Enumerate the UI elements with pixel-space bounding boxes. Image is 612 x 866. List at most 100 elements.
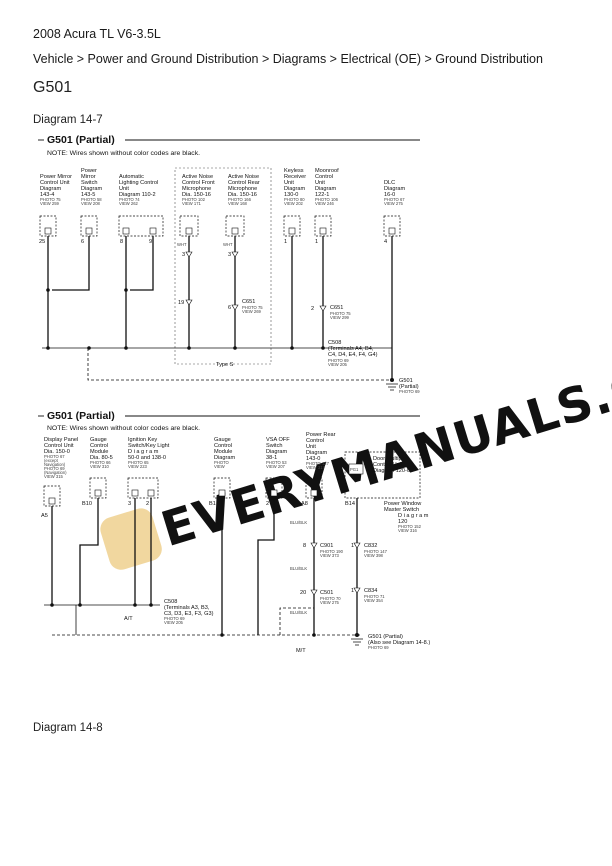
pin-25: 25 xyxy=(39,239,45,245)
svg-text:Diagram 120-0: Diagram 120-0 xyxy=(373,468,410,474)
svg-text:Display Panel: Display Panel xyxy=(44,437,78,443)
svg-text:Keyless: Keyless xyxy=(284,168,304,174)
svg-text:VIEW 262: VIEW 262 xyxy=(119,201,139,206)
svg-text:B1: B1 xyxy=(209,501,216,507)
svg-text:VIEW 310: VIEW 310 xyxy=(90,464,110,469)
diagram-label-footer: Diagram 14-8 xyxy=(33,722,103,734)
svg-text:19: 19 xyxy=(178,300,184,306)
svg-text:PHOTO 69: PHOTO 69 xyxy=(328,358,349,363)
at-label: A/T xyxy=(124,616,133,622)
svg-text:Module: Module xyxy=(214,449,232,455)
svg-text:PHOTO 75: PHOTO 75 xyxy=(330,311,351,316)
svg-text:130-0: 130-0 xyxy=(284,192,298,198)
svg-text:8: 8 xyxy=(120,239,123,245)
svg-text:Unit: Unit xyxy=(315,180,325,186)
comp-auto-lighting-box xyxy=(118,215,164,237)
svg-text:VIEW 246: VIEW 246 xyxy=(315,201,335,206)
svg-text:1: 1 xyxy=(315,239,318,245)
svg-text:Dia. 80-5: Dia. 80-5 xyxy=(90,455,113,461)
svg-text:Microphone: Microphone xyxy=(228,186,257,192)
svg-text:VIEW 207: VIEW 207 xyxy=(266,464,286,469)
svg-text:Master Switch: Master Switch xyxy=(384,507,419,513)
svg-text:Automatic: Automatic xyxy=(119,174,144,180)
svg-text:A5: A5 xyxy=(41,513,48,519)
comp-door-multiplex-box xyxy=(344,451,421,499)
svg-text:4: 4 xyxy=(384,239,387,245)
top-diagram: G501 (Partial) NOTE: Wires shown without… xyxy=(38,134,420,394)
c651b-label: C651 xyxy=(330,305,343,311)
svg-text:Diagram: Diagram xyxy=(315,186,336,192)
g501-bottom-label: G501 (Partial) xyxy=(368,634,403,640)
svg-text:VIEW 275: VIEW 275 xyxy=(320,600,340,605)
svg-text:VIEW 315: VIEW 315 xyxy=(44,474,64,479)
svg-text:VIEW 299: VIEW 299 xyxy=(330,315,350,320)
svg-text:Ignition Key: Ignition Key xyxy=(128,437,157,443)
svg-text:A8: A8 xyxy=(301,501,308,507)
svg-text:PHOTO 69: PHOTO 69 xyxy=(399,389,420,394)
breadcrumb[interactable]: Vehicle > Power and Ground Distribution … xyxy=(33,52,543,66)
watermark-logo-icon xyxy=(100,508,162,570)
svg-text:VIEW: VIEW xyxy=(214,464,225,469)
svg-text:38-1: 38-1 xyxy=(266,455,277,461)
svg-text:VIEW 354: VIEW 354 xyxy=(364,598,384,603)
svg-text:PHOTO 190: PHOTO 190 xyxy=(320,549,344,554)
svg-text:VIEW 205: VIEW 205 xyxy=(328,362,348,367)
svg-text:16-0: 16-0 xyxy=(384,192,395,198)
svg-text:Dia. 150-16: Dia. 150-16 xyxy=(228,192,257,198)
svg-text:(Navigation): (Navigation) xyxy=(44,470,67,475)
svg-text:PHOTO 70: PHOTO 70 xyxy=(320,596,341,601)
svg-text:PHOTO 58: PHOTO 58 xyxy=(81,197,102,202)
svg-text:Diagram: Diagram xyxy=(40,186,61,192)
svg-text:6: 6 xyxy=(228,305,231,311)
svg-text:Diagram: Diagram xyxy=(266,449,287,455)
svg-text:PHOTO 69: PHOTO 69 xyxy=(44,466,65,471)
c508-bottom-label: C508 xyxy=(164,599,177,605)
svg-text:BLU/BLK: BLU/BLK xyxy=(290,566,307,571)
svg-text:Control: Control xyxy=(90,443,108,449)
svg-text:PHOTO 80: PHOTO 80 xyxy=(284,197,305,202)
svg-text:VIEW 317: VIEW 317 xyxy=(306,465,326,470)
bottom-wires xyxy=(44,498,360,636)
svg-text:2: 2 xyxy=(311,306,314,312)
svg-text:PHOTO 152: PHOTO 152 xyxy=(398,524,422,529)
svg-text:VSA OFF: VSA OFF xyxy=(266,437,290,443)
svg-text:VIEW 205: VIEW 205 xyxy=(164,620,184,625)
svg-text:PHOTO 71: PHOTO 71 xyxy=(364,594,385,599)
g501-top-label: G501 xyxy=(399,378,413,384)
comp-power-mirror-cu-l1: Power Mirror xyxy=(40,174,72,180)
svg-text:PHOTO 65: PHOTO 65 xyxy=(128,460,149,465)
svg-text:Power Rear: Power Rear xyxy=(306,432,336,438)
svg-text:VIEW 269: VIEW 269 xyxy=(242,309,262,314)
svg-text:PHOTO 166: PHOTO 166 xyxy=(228,197,252,202)
svg-text:BLU/BLK: BLU/BLK xyxy=(290,520,307,525)
svg-text:3: 3 xyxy=(128,501,131,507)
c501-label: C501 xyxy=(320,590,333,596)
svg-text:1: 1 xyxy=(351,543,354,549)
svg-text:Control: Control xyxy=(306,438,324,444)
ground-icon-bottom xyxy=(351,638,363,646)
svg-text:B10: B10 xyxy=(82,501,92,507)
svg-text:1: 1 xyxy=(351,588,354,594)
svg-text:Diagram: Diagram xyxy=(384,186,405,192)
svg-text:Diagram: Diagram xyxy=(81,186,102,192)
svg-text:C4, D4, E4, F4, G4): C4, D4, E4, F4, G4) xyxy=(328,352,378,358)
svg-text:Active Noise: Active Noise xyxy=(228,174,259,180)
svg-text:Unit: Unit xyxy=(306,444,316,450)
svg-text:Unit: Unit xyxy=(119,186,129,192)
svg-text:VIEW 208: VIEW 208 xyxy=(81,201,101,206)
svg-text:Gauge: Gauge xyxy=(214,437,231,443)
svg-text:Switch: Switch xyxy=(81,180,97,186)
svg-text:PHOTO 67: PHOTO 67 xyxy=(44,454,65,459)
svg-text:Switch: Switch xyxy=(266,443,282,449)
comp-ignition-switch-box xyxy=(127,477,159,499)
svg-text:PHOTO 66: PHOTO 66 xyxy=(90,460,111,465)
svg-text:VIEW 259: VIEW 259 xyxy=(40,201,60,206)
c834-label: C834 xyxy=(364,588,377,594)
svg-text:(Terminals A3, B3,: (Terminals A3, B3, xyxy=(164,605,210,611)
svg-text:Dia. 150-0: Dia. 150-0 xyxy=(44,449,70,455)
svg-text:Diagram 110-2: Diagram 110-2 xyxy=(119,192,156,198)
svg-text:Dia. 150-16: Dia. 150-16 xyxy=(182,192,211,198)
svg-text:120: 120 xyxy=(398,519,407,525)
section-title-top: G501 (Partial) xyxy=(47,134,115,146)
svg-text:Diagram: Diagram xyxy=(284,186,305,192)
